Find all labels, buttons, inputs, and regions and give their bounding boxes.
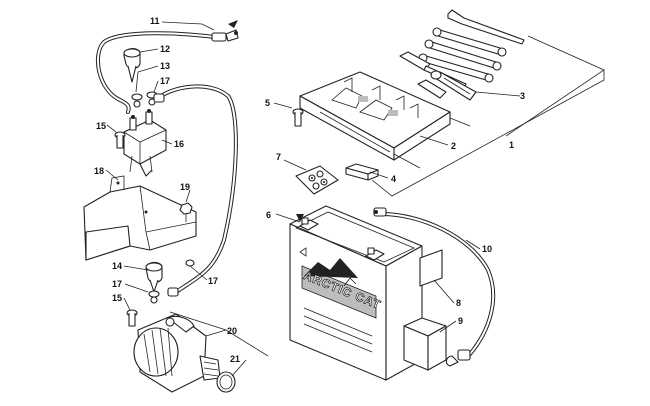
callout-21: 21 (230, 354, 240, 364)
battery-cable-long (95, 29, 239, 114)
callout-6: 6 (266, 210, 271, 220)
bracket-nut (179, 202, 193, 222)
callout-17-right: 17 (208, 276, 218, 286)
callout-3: 3 (520, 91, 525, 101)
callout-19: 19 (180, 182, 190, 192)
o-ring-inner (219, 374, 233, 390)
screw-upper (114, 131, 126, 149)
arrow-marker-battery (296, 214, 304, 222)
callout-numbers: 11 12 13 17 15 16 18 19 14 17 17 15 20 2… (94, 16, 525, 364)
hex-nuts-lower (148, 290, 160, 304)
starter-cable (153, 84, 238, 297)
callout-17-mid: 17 (112, 279, 122, 289)
tray-screw (292, 108, 304, 127)
battery-cable-short (373, 207, 496, 367)
callout-12: 12 (160, 44, 170, 54)
callout-11: 11 (150, 16, 160, 26)
starter-solenoid (123, 109, 167, 177)
group-line-20 (169, 311, 269, 357)
battery-label (419, 249, 443, 287)
solenoid-bracket (83, 175, 197, 261)
callout-15-top: 15 (96, 121, 106, 131)
terminal-boot (123, 47, 141, 83)
hardware-card (295, 165, 339, 195)
terminal-boot-lower (145, 261, 163, 293)
callout-20: 20 (227, 326, 237, 336)
arrow-marker (228, 20, 238, 28)
tool-kit (399, 9, 605, 137)
tool-tray (299, 71, 471, 169)
callout-1: 1 (509, 140, 514, 150)
callout-10: 10 (482, 244, 492, 254)
callout-14: 14 (112, 261, 122, 271)
grommet (185, 259, 195, 267)
callout-15-bottom: 15 (112, 293, 122, 303)
group-line-1 (371, 70, 605, 197)
callout-9: 9 (458, 316, 463, 326)
callout-4: 4 (391, 174, 396, 184)
starter-motor (133, 313, 221, 393)
callout-2: 2 (451, 141, 456, 151)
callout-16: 16 (174, 139, 184, 149)
foam-pad (403, 317, 447, 371)
callout-13: 13 (160, 61, 170, 71)
hex-nuts (131, 91, 158, 108)
leader-lines (105, 21, 481, 377)
callout-8: 8 (456, 298, 461, 308)
battery (289, 205, 423, 381)
callout-18: 18 (94, 166, 104, 176)
screw-lower (126, 309, 138, 327)
callout-5: 5 (265, 98, 270, 108)
callout-17-top: 17 (160, 76, 170, 86)
callout-7: 7 (276, 152, 281, 162)
foam-pad-small (345, 163, 379, 181)
